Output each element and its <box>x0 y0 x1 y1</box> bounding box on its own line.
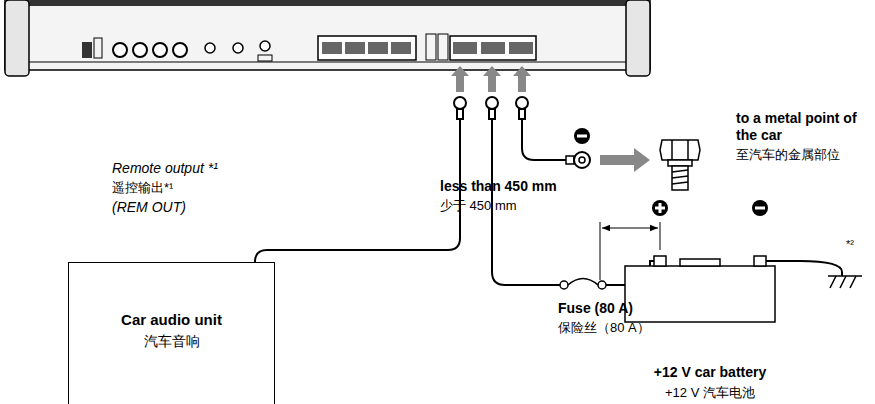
dimension-label-zh: 少于 450 mm <box>440 198 517 214</box>
wires <box>255 119 842 285</box>
dimension-label: less than 450 mm <box>440 178 557 195</box>
fuse-label-zh: 保险丝（80 A） <box>558 320 650 336</box>
footnote-mark: *² <box>846 238 854 251</box>
battery-outline <box>620 254 800 324</box>
polarity-symbols <box>652 200 768 216</box>
battery-body <box>625 266 775 322</box>
remote-label-zh: 遥控输出*¹ <box>112 180 173 196</box>
fuse-label: Fuse (80 A) <box>558 300 633 317</box>
node-heading: Car audio unit <box>121 311 222 329</box>
fuse <box>560 279 606 290</box>
battery-terminal <box>654 256 666 266</box>
ground-note-zh: 至汽车的金属部位 <box>736 147 840 163</box>
battery-lid <box>680 259 720 266</box>
ground-symbol <box>828 276 862 288</box>
bolt <box>660 140 700 190</box>
remote-label: Remote output *¹ <box>112 160 218 177</box>
ground-note: to a metal point of the car <box>736 110 870 144</box>
ring-terminals <box>454 97 528 119</box>
node-subtext: 汽车音响 <box>144 333 200 350</box>
insert-arrows <box>451 66 531 92</box>
ground-lug <box>566 128 590 168</box>
audio-unit-box: Car audio unit 汽车音响 <box>68 262 275 404</box>
bolt-arrow <box>600 148 650 172</box>
node-heading: +12 V car battery <box>654 364 766 381</box>
battery-terminal <box>754 256 766 266</box>
node-subtext: +12 V 汽车电池 <box>665 385 755 401</box>
remote-label-pin: (REM OUT) <box>112 199 186 216</box>
amplifier <box>5 0 650 76</box>
